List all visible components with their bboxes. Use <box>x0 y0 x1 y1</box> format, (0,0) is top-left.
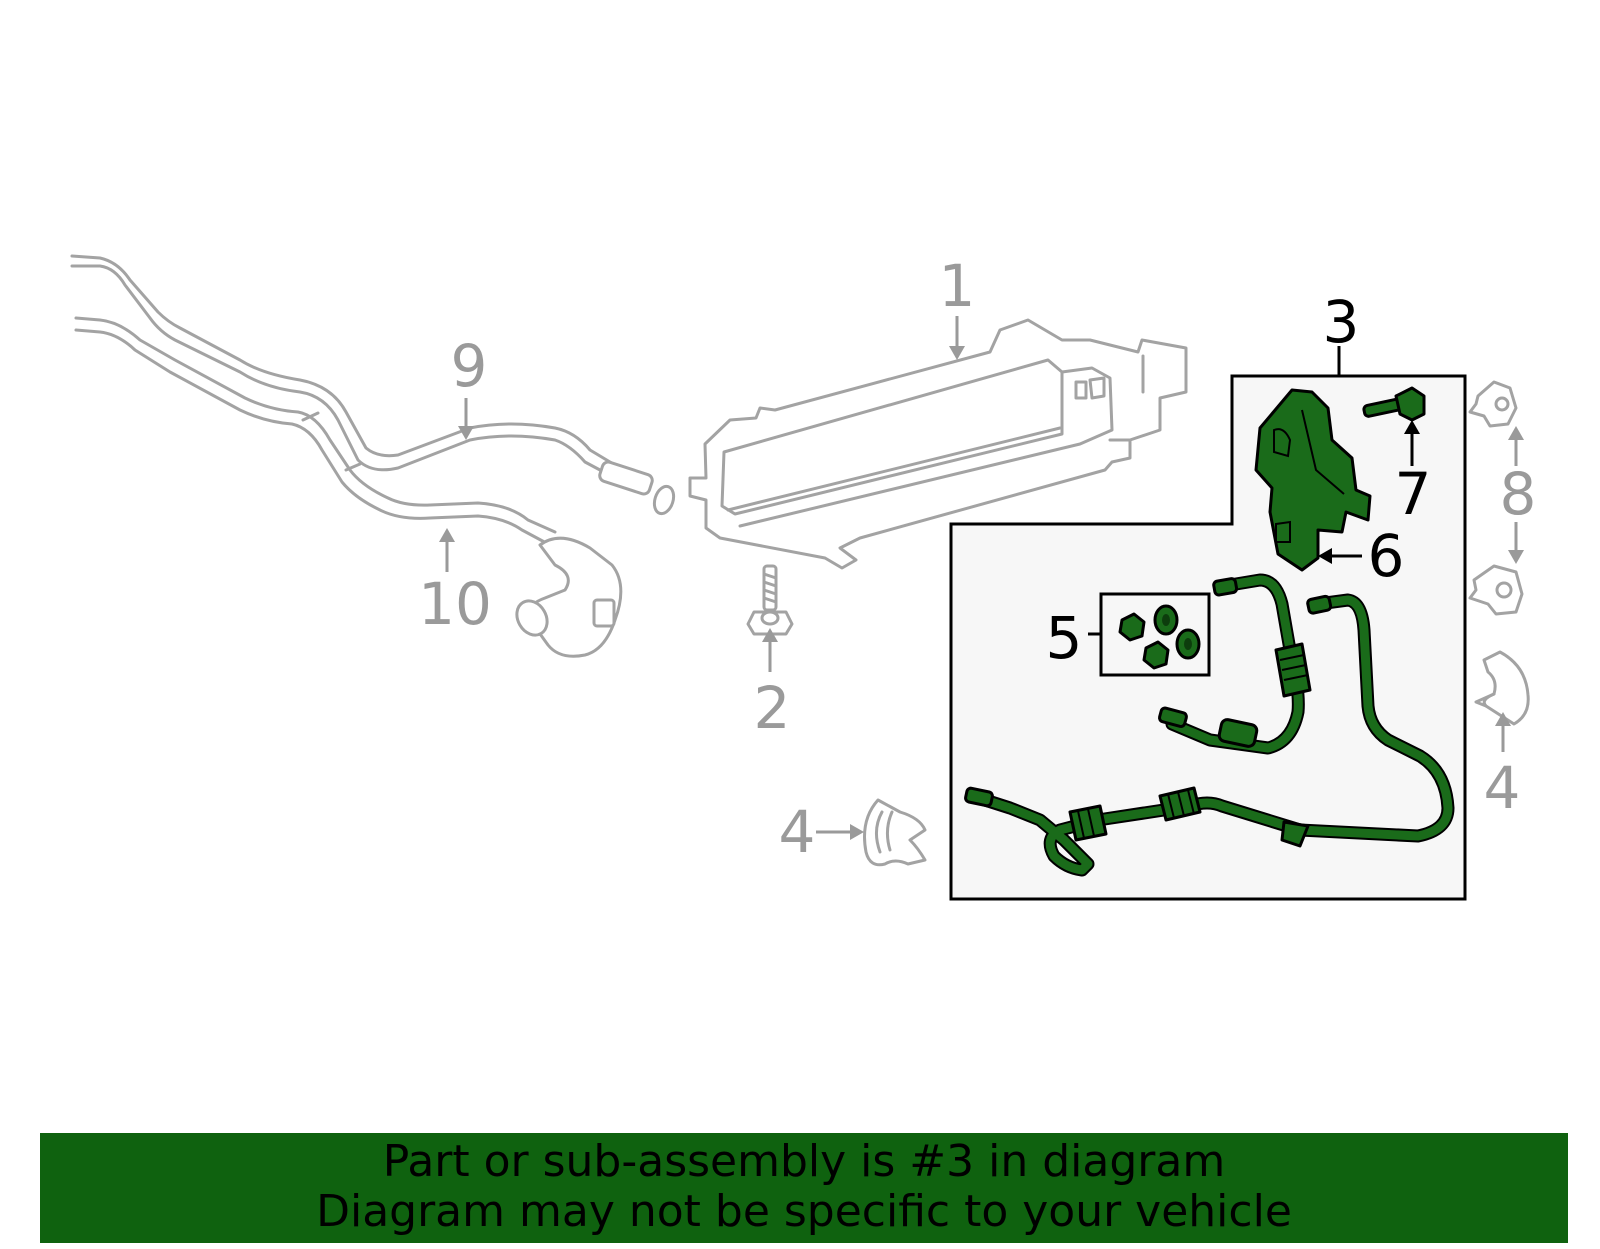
callout-3: 3 <box>1323 288 1360 356</box>
callout-5: 5 <box>1046 604 1083 672</box>
part-4-clip-left <box>863 798 927 867</box>
callout-4-left: 4 <box>779 798 816 866</box>
part-4-clip-right <box>1474 650 1530 726</box>
callout-6: 6 <box>1368 522 1405 590</box>
part-3-lower-tube <box>964 593 1455 877</box>
banner-line-2: Diagram may not be specific to your vehi… <box>316 1186 1292 1237</box>
callout-8: 8 <box>1500 460 1537 528</box>
part-1-oil-cooler <box>688 318 1188 570</box>
part-6-bracket <box>1254 388 1372 572</box>
part-2-bolt <box>746 564 794 636</box>
callout-4-right: 4 <box>1484 754 1521 822</box>
callout-labels: 1 2 3 4 4 5 6 7 8 9 10 <box>418 252 1536 866</box>
part-8-bracket-bottom <box>1468 564 1524 616</box>
callout-1: 1 <box>939 252 976 320</box>
part-3-inset <box>949 346 1467 901</box>
part-8-bracket-top <box>1468 380 1518 428</box>
leader-lines <box>439 316 1524 840</box>
part-3-upper-tube <box>1157 573 1312 755</box>
part-9-10-cooler-hoses <box>70 254 676 658</box>
callout-7: 7 <box>1395 460 1432 528</box>
part-7-bolt <box>1362 386 1426 422</box>
callout-2: 2 <box>754 674 791 742</box>
callout-9: 9 <box>451 332 488 400</box>
part-5-seal-kit <box>1088 592 1211 677</box>
callout-10: 10 <box>418 570 492 638</box>
banner-line-1: Part or sub-assembly is #3 in diagram <box>382 1136 1226 1187</box>
notice-banner: Part or sub-assembly is #3 in diagram Di… <box>40 1133 1568 1243</box>
